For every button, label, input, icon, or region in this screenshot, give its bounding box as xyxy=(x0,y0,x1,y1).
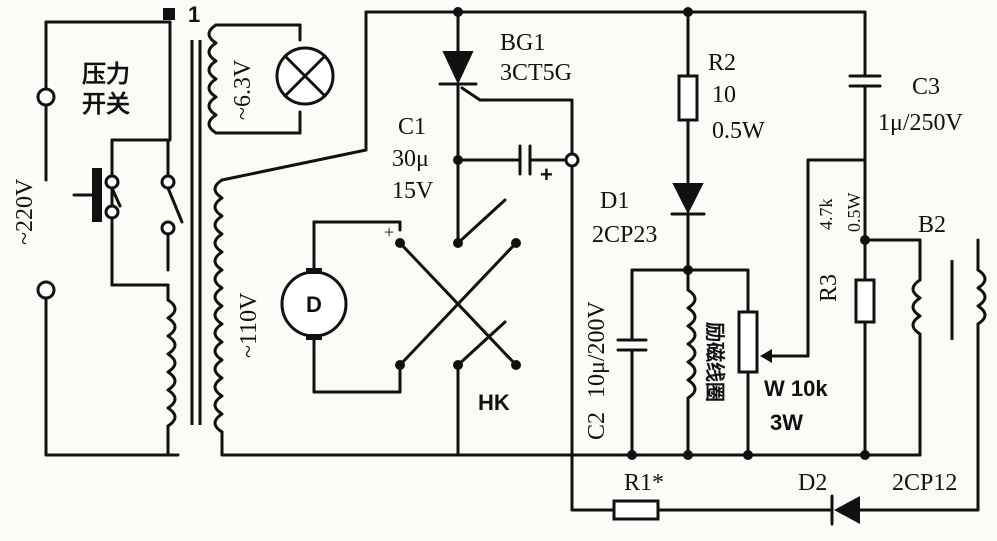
r3-power-label: 0.5W xyxy=(844,193,864,233)
c2-value-label: 10μ/200V xyxy=(584,300,610,398)
lamp-winding xyxy=(207,23,302,135)
bg1-part-label: 3CT5G xyxy=(500,60,572,86)
d1-part-label: 2CP23 xyxy=(592,222,657,248)
lamp-icon xyxy=(275,46,335,106)
d2-part-label: 2CP12 xyxy=(892,470,957,496)
c1-voltage-label: 15V xyxy=(392,178,434,204)
resistor-r3 xyxy=(854,238,876,460)
c2-name-label: C2 xyxy=(584,412,610,440)
r3-name-label: R3 xyxy=(816,274,842,302)
diode-d1 xyxy=(670,183,706,275)
d2-name-label: D2 xyxy=(798,470,827,496)
bg1-name-label: BG1 xyxy=(500,30,545,56)
r2-value-label: 10 xyxy=(712,82,736,108)
c3-name-label: C3 xyxy=(912,74,940,100)
lamp-voltage-label: ~6.3V xyxy=(230,59,256,120)
hk-name-label: HK xyxy=(478,390,510,415)
c1-value-label: 30μ xyxy=(392,146,429,172)
b2-name-label: B2 xyxy=(918,212,946,238)
reversing-switch-hk xyxy=(312,158,521,457)
r3-value-label: 4.7k xyxy=(816,199,836,231)
r2-power-label: 0.5W xyxy=(712,118,765,144)
capacitor-c3 xyxy=(848,10,882,245)
capacitor-c2 xyxy=(616,268,750,460)
w-power-label: 3W xyxy=(770,410,803,435)
c3-value-label: 1μ/250V xyxy=(878,110,964,136)
r2-name-label: R2 xyxy=(708,50,736,76)
transformer-core xyxy=(190,40,202,425)
pressure-switch xyxy=(72,138,184,287)
pressure-switch-label-1: 压力 xyxy=(82,60,130,88)
motor-icon xyxy=(280,268,348,340)
secondary-110v-winding xyxy=(213,10,922,457)
pulse-transformer-b2 xyxy=(863,238,987,512)
d1-name-label: D1 xyxy=(600,188,629,214)
diode-d2 xyxy=(830,494,980,526)
motor-letter-label: D xyxy=(306,292,322,317)
field-coil-label: 励磁线圈 xyxy=(703,322,727,402)
hk-plus-label: + xyxy=(384,222,394,242)
c1-name-label: C1 xyxy=(398,114,426,140)
transformer-primary xyxy=(163,8,177,457)
mains-voltage-label: ~220V xyxy=(12,178,38,245)
mains-terminals xyxy=(36,20,180,457)
pressure-switch-label-2: 开关 xyxy=(82,90,130,118)
transformer-dot-label: 1 xyxy=(188,2,200,27)
c1-plus-label: + xyxy=(540,162,553,187)
w-value-label: W 10k xyxy=(764,376,828,401)
field-coil xyxy=(683,268,697,460)
potentiometer-w xyxy=(737,158,867,460)
resistor-r1 xyxy=(570,499,834,521)
capacitor-c1 xyxy=(453,144,580,512)
thyristor-bg1 xyxy=(438,7,574,162)
resistor-r2 xyxy=(677,7,699,184)
secondary-voltage-label: ~110V xyxy=(236,292,262,358)
r1-name-label: R1* xyxy=(624,470,664,496)
